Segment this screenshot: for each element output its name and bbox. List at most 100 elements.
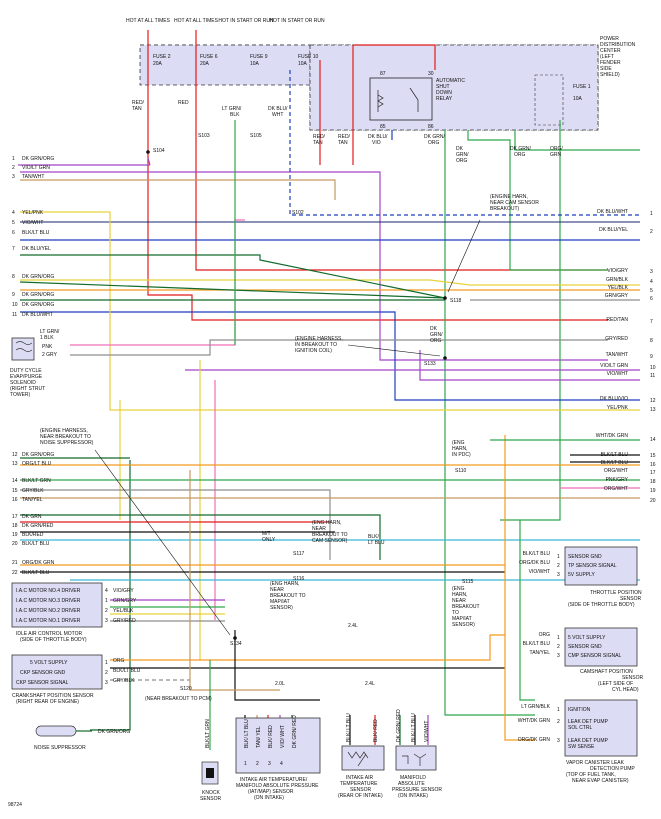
right-pin-5: 5 <box>650 288 653 294</box>
iatmap-wire-4: VIO/ WHT <box>280 725 286 748</box>
iatmap-pin-1: 1 <box>244 761 247 767</box>
right-pin-15: 15 <box>650 453 656 459</box>
ldp-pin-2: 2 <box>557 719 560 725</box>
right-pin-14: 14 <box>650 437 656 443</box>
splice-s118: S118 <box>450 298 462 304</box>
left-pin-14: 14 <box>12 478 18 484</box>
iac-row-2: I.A.C MOTOR NO.3 DRIVER <box>16 598 81 604</box>
right-pin-9: 9 <box>650 354 653 360</box>
iatmap-wire-2: TAN/ YEL <box>256 726 262 748</box>
tps-pin-3: 3 <box>557 572 560 578</box>
left-pin-17: 17 <box>12 514 18 520</box>
iac-wire-1: VIO/GRY <box>113 588 134 594</box>
left-pin-2: 2 <box>12 165 15 171</box>
right-wire-9: TAN/WHT <box>606 352 628 358</box>
left-wire-13: ORG/LT BLU <box>22 461 52 467</box>
splice-s102: S102 <box>292 210 304 216</box>
iac-pin-3: 3 <box>105 618 108 624</box>
left-wire-17: DK GRN <box>22 514 42 520</box>
ldp-wire-3: ORG/DK GRN <box>518 737 551 743</box>
splice-s115: S115 <box>462 579 474 585</box>
iatmap-wire-5: DK GRN/ RED <box>292 715 298 748</box>
fuse-9-rating: 10A <box>250 61 260 67</box>
left-wire-16: TAN/YEL <box>22 497 43 503</box>
right-wire-4: GRN/BLK <box>606 277 629 283</box>
hot-label-1: HOT AT ALL TIMES <box>126 18 171 24</box>
splice-s105: S105 <box>250 133 262 139</box>
right-pin-4: 4 <box>650 279 653 285</box>
ldp-wire-1: LT GRN/BLK <box>521 704 550 710</box>
right-wire-16: BLK/LT BLU <box>601 460 629 466</box>
left-pin-18: 18 <box>12 523 18 529</box>
fuse-1-rating: 10A <box>573 96 583 102</box>
left-pin-5: 5 <box>12 220 15 226</box>
left-pin-20: 20 <box>12 541 18 547</box>
left-wire-3: TAN/WHT <box>22 174 44 180</box>
right-pin-19: 19 <box>650 488 656 494</box>
wire-label-dk-grn-org-1: DK GRN/ORG <box>424 134 445 146</box>
left-pin-19: 19 <box>12 532 18 538</box>
left-wire-5: VIO/WHT <box>22 220 43 226</box>
left-wire-4: YEL/PNK <box>22 210 44 216</box>
evap-pin-2: 2 GRY <box>42 352 58 358</box>
iatmap-label: INTAKE AIR TEMPERATURE/MANIFOLD ABSOLUTE… <box>236 777 319 801</box>
right-wire-17: ORG/WHT <box>604 468 628 474</box>
ldp-pin-1: 1 <box>557 707 560 713</box>
left-pin-11: 11 <box>12 312 17 318</box>
left-pin-21: 21 <box>12 560 18 566</box>
right-connector-pins: 1 DK BLU/WHT 2 DK BLU/YEL 3 VIO/GRY 4 GR… <box>596 209 656 504</box>
iatmap-pin-4: 4 <box>280 761 283 767</box>
ldp-row-1: IGNITION <box>568 707 591 713</box>
left-pin-6: 6 <box>12 230 15 236</box>
pdc-fuse-area <box>139 44 311 86</box>
right-pin-20: 20 <box>650 498 656 504</box>
splice-s103: S103 <box>198 133 210 139</box>
engine-2-4l-a: 2.4L <box>348 623 358 629</box>
right-pin-18: 18 <box>650 479 656 485</box>
right-wire-10: VIO/LT GRN <box>600 363 628 369</box>
ckp-row-3: CKP SENSOR SIGNAL <box>16 680 69 686</box>
ckp-row-1: 5 VOLT SUPPLY <box>30 660 68 666</box>
splice-s120: S120 <box>180 686 192 692</box>
engine-2-4l-b: 2.4L <box>365 681 375 687</box>
iatmap-wire-1: BLK/ LT BLU <box>244 719 250 748</box>
tps-pin-2: 2 <box>557 563 560 569</box>
right-pin-3: 3 <box>650 269 653 275</box>
left-wire-12: DK GRN/ORG <box>22 452 54 458</box>
right-wire-18: PNK/GRY <box>606 477 629 483</box>
right-pin-12: 12 <box>650 398 656 404</box>
left-wire-8: DK GRN/ORG <box>22 274 54 280</box>
noise-suppressor-wire: DK GRN/ORG <box>98 729 130 735</box>
right-wire-13: YEL/PNK <box>607 405 629 411</box>
left-wire-20: BLK/LT BLU <box>22 541 50 547</box>
iatmap-pin-3: 3 <box>268 761 271 767</box>
relay-switch <box>409 87 419 112</box>
left-wire-6: BLK/LT BLU <box>22 230 50 236</box>
wire-label-lt-grn-blk: LT GRN/BLK <box>222 106 242 118</box>
right-wire-6: GRN/GRY <box>605 293 629 299</box>
iac-wire-4: GRY/RED <box>113 618 136 624</box>
ckp-row-2: CKP SENSOR GND <box>20 670 66 676</box>
splice-s116: S116 <box>293 576 305 582</box>
right-pin-2: 2 <box>650 229 653 235</box>
left-wire-7: DK BLU/YEL <box>22 246 51 252</box>
throttle-position-sensor: SENSOR GND TP SENSOR SIGNAL 5V SUPPLY 1 … <box>519 546 642 608</box>
left-pin-9: 9 <box>12 292 15 298</box>
tps-wire-3: VIO/WHT <box>529 569 550 575</box>
splice-s117: S117 <box>293 551 305 557</box>
right-pin-10: 10 <box>650 365 656 371</box>
right-wire-2: DK BLU/YEL <box>599 227 628 233</box>
relay-pin-30: 30 <box>428 71 434 77</box>
iac-row-3: I.A.C MOTOR NO.2 DRIVER <box>16 608 81 614</box>
noise-suppressor: DK GRN/ORG NOISE SUPPRESSOR <box>34 725 130 751</box>
hot-label-2: HOT AT ALL TIMES <box>174 18 219 24</box>
iac-label: IDLE AIR CONTROL MOTOR(SIDE OF THROTTLE … <box>16 631 87 643</box>
